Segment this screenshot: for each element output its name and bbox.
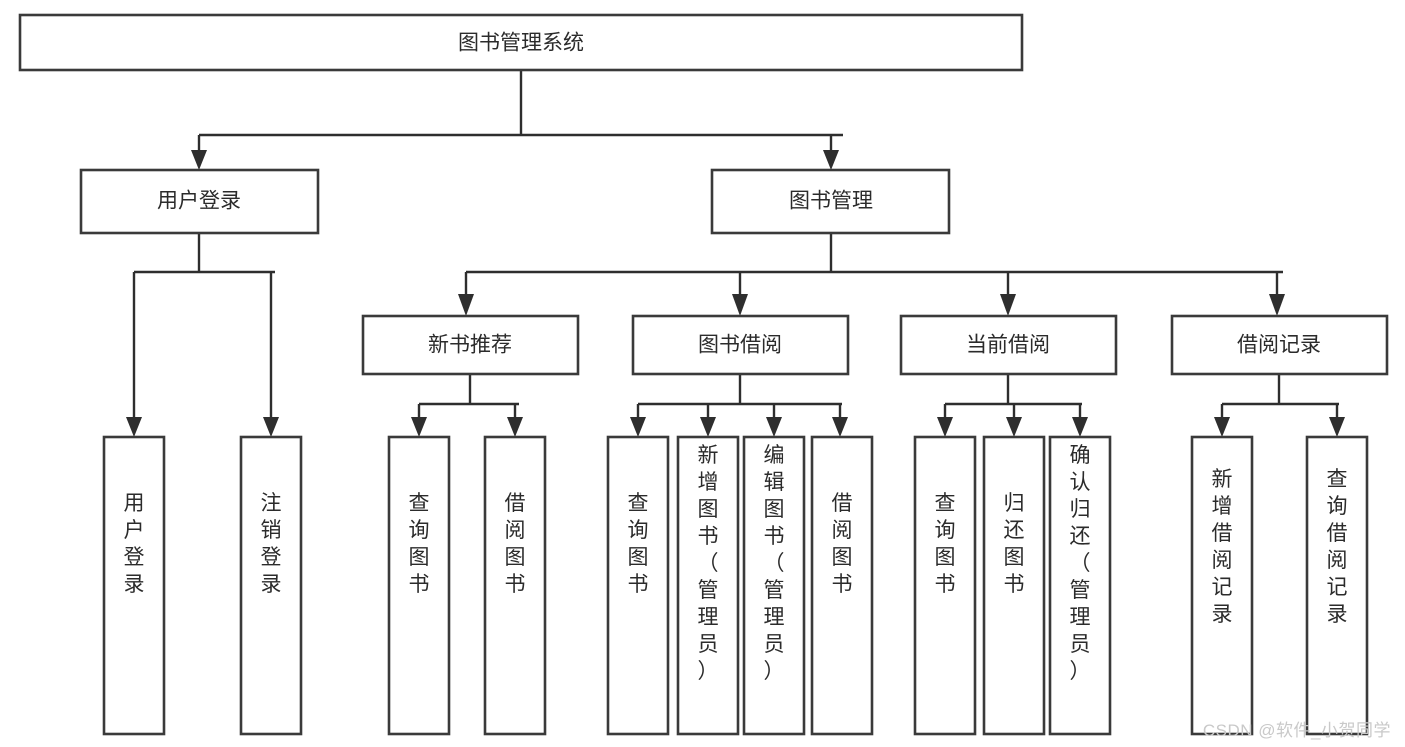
node-leaf-query-books-3-label: 查询图书: [935, 492, 956, 596]
node-borrow-record-box: [1170, 314, 1389, 376]
node-current-borrow[interactable]: 当前借阅: [899, 314, 1118, 376]
node-borrow-record-label: 借阅记录: [1237, 334, 1321, 357]
arrow-head-book-management: [823, 150, 839, 170]
node-leaf-user-login[interactable]: 用户登录: [102, 435, 166, 736]
node-leaf-query-books-2-box: [606, 435, 670, 736]
arrow-head-leaf-query-books-1: [411, 417, 427, 437]
node-leaf-confirm-return-box: [1048, 435, 1112, 736]
arrow-head-leaf-user-login: [126, 417, 142, 437]
node-leaf-borrow-books-2-box: [810, 435, 874, 736]
node-book-management-label: 图书管理: [789, 190, 873, 213]
node-leaf-add-record[interactable]: 新增借阅记录: [1190, 435, 1254, 736]
node-leaf-edit-book[interactable]: 编辑图书（管理员）: [742, 435, 806, 736]
arrow-head-leaf-confirm-return: [1072, 417, 1088, 437]
node-leaf-return-book[interactable]: 归还图书: [982, 435, 1046, 736]
arrow-head-borrow-record: [1269, 294, 1285, 316]
node-leaf-confirm-return[interactable]: 确认归还（管理员）: [1048, 435, 1112, 736]
csdn-watermark: CSDN @软件_小贺同学: [1202, 721, 1391, 740]
node-root-label: 图书管理系统: [458, 32, 584, 55]
arrow-head-leaf-add-record: [1214, 417, 1230, 437]
node-leaf-user-login-label: 用户登录: [124, 492, 145, 596]
arrow-head-leaf-query-books-3: [937, 417, 953, 437]
connector-group-current-borrow-to-leaves: [937, 374, 1088, 437]
connector-group-book-management-to-level3: [458, 233, 1285, 316]
node-leaf-borrow-books-1[interactable]: 借阅图书: [483, 435, 547, 736]
node-user-login-box: [79, 168, 320, 235]
arrow-head-leaf-logout: [263, 417, 279, 437]
node-book-management-box: [710, 168, 951, 235]
arrow-head-leaf-borrow-books-1: [507, 417, 523, 437]
node-leaf-edit-book-box: [742, 435, 806, 736]
node-current-borrow-label: 当前借阅: [966, 334, 1050, 357]
node-borrow-record[interactable]: 借阅记录: [1170, 314, 1389, 376]
node-current-borrow-box: [899, 314, 1118, 376]
node-leaf-query-books-2[interactable]: 查询图书: [606, 435, 670, 736]
arrow-head-user-login: [191, 150, 207, 170]
node-leaf-query-books-2-label: 查询图书: [628, 492, 649, 596]
connector-group-new-book-recommend-to-leaves: [411, 374, 523, 437]
node-book-borrow-label: 图书借阅: [698, 334, 782, 357]
node-leaf-query-books-3-box: [913, 435, 977, 736]
node-leaf-confirm-return-label: 确认归还（管理员）: [1070, 444, 1091, 683]
arrow-head-leaf-edit-book: [766, 417, 782, 437]
node-leaf-borrow-books-1-box: [483, 435, 547, 736]
arrow-head-leaf-borrow-books-2: [832, 417, 848, 437]
node-leaf-query-books-1-label: 查询图书: [409, 492, 430, 596]
arrow-head-leaf-query-record: [1329, 417, 1345, 437]
node-leaf-query-books-1[interactable]: 查询图书: [387, 435, 451, 736]
node-leaf-borrow-books-2[interactable]: 借阅图书: [810, 435, 874, 736]
connector-group-borrow-record-to-leaves: [1214, 374, 1345, 437]
node-leaf-borrow-books-2-label: 借阅图书: [832, 492, 853, 596]
node-leaf-borrow-books-1-label: 借阅图书: [505, 492, 526, 596]
node-leaf-query-record-label: 查询借阅记录: [1327, 468, 1348, 626]
node-leaf-query-record-box: [1305, 435, 1369, 736]
connector-group-book-borrow-to-leaves: [630, 374, 848, 437]
arrow-head-leaf-query-books-2: [630, 417, 646, 437]
node-leaf-add-record-label: 新增借阅记录: [1212, 468, 1233, 626]
node-book-management[interactable]: 图书管理: [710, 168, 951, 235]
node-leaf-query-books-3[interactable]: 查询图书: [913, 435, 977, 736]
node-user-login-label: 用户登录: [157, 190, 241, 213]
node-user-login[interactable]: 用户登录: [79, 168, 320, 235]
node-new-book-recommend[interactable]: 新书推荐: [361, 314, 580, 376]
node-leaf-logout[interactable]: 注销登录: [239, 435, 303, 736]
node-leaf-edit-book-label: 编辑图书（管理员）: [764, 444, 785, 683]
node-book-borrow[interactable]: 图书借阅: [631, 314, 850, 376]
connector-group-user-login-to-leaves: [126, 233, 279, 437]
node-root-box: [18, 13, 1024, 72]
node-new-book-recommend-label: 新书推荐: [428, 334, 512, 357]
node-leaf-logout-box: [239, 435, 303, 736]
arrow-head-book-borrow: [732, 294, 748, 316]
node-root-system[interactable]: 图书管理系统: [18, 13, 1024, 72]
arrow-head-leaf-return-book: [1006, 417, 1022, 437]
node-leaf-query-record[interactable]: 查询借阅记录: [1305, 435, 1369, 736]
arrow-head-new-book-recommend: [458, 294, 474, 316]
node-book-borrow-box: [631, 314, 850, 376]
node-leaf-add-record-box: [1190, 435, 1254, 736]
node-leaf-add-book-label: 新增图书（管理员）: [698, 444, 719, 683]
node-leaf-return-book-label: 归还图书: [1004, 492, 1025, 596]
connector-group-root-to-level2: [191, 70, 843, 170]
node-leaf-return-book-box: [982, 435, 1046, 736]
node-leaf-logout-label: 注销登录: [261, 492, 282, 596]
node-leaf-add-book[interactable]: 新增图书（管理员）: [676, 435, 740, 736]
node-new-book-recommend-box: [361, 314, 580, 376]
arrow-head-leaf-add-book: [700, 417, 716, 437]
node-leaf-query-books-1-box: [387, 435, 451, 736]
node-leaf-add-book-box: [676, 435, 740, 736]
node-leaf-user-login-box: [102, 435, 166, 736]
arrow-head-current-borrow: [1000, 294, 1016, 316]
